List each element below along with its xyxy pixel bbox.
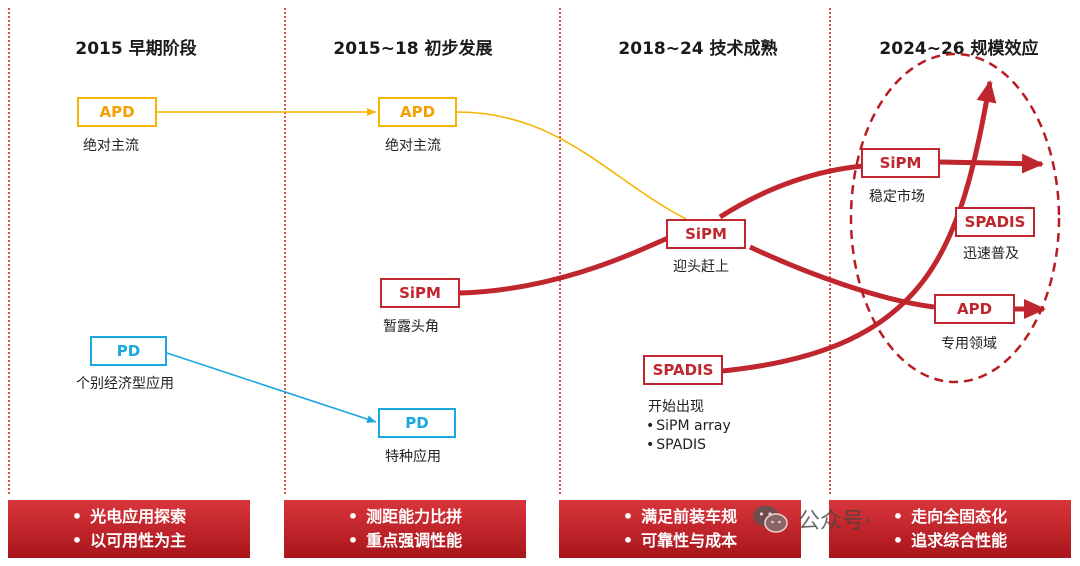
node-spadis-2024: SPADIS bbox=[643, 355, 723, 385]
banner-item: 测距能力比拼 bbox=[348, 505, 462, 529]
banner-item: 可靠性与成本 bbox=[623, 529, 737, 553]
bullet-sipm-array: SiPM array bbox=[646, 417, 730, 436]
watermark-text: 公众号· bbox=[798, 509, 871, 534]
node-apd-2015: APD bbox=[77, 97, 157, 127]
phase-title-2015-18: 2015~18 初步发展 bbox=[333, 39, 493, 59]
wechat-icon bbox=[753, 505, 788, 533]
node-pd-2018: PD bbox=[378, 408, 456, 438]
node-spadis-2026: SPADIS bbox=[955, 207, 1035, 237]
phase-title-2024-26: 2024~26 规模效应 bbox=[879, 39, 1039, 59]
banner-2024-26: 走向全固态化 追求综合性能 bbox=[829, 500, 1071, 558]
caption-spadis-2024: 开始出现 bbox=[648, 399, 704, 415]
pd-flow-line bbox=[166, 352, 377, 423]
caption-pd-2018: 特种应用 bbox=[385, 449, 441, 465]
caption-apd-2015: 绝对主流 bbox=[83, 138, 139, 154]
phase-divider bbox=[284, 8, 286, 494]
node-apd-2018: APD bbox=[378, 97, 457, 127]
phase-title-2015: 2015 早期阶段 bbox=[75, 39, 197, 59]
sipm-to-apd-line bbox=[748, 244, 935, 310]
node-pd-2015: PD bbox=[90, 336, 167, 366]
phase-title-2018-24: 2018~24 技术成熟 bbox=[618, 39, 778, 59]
banner-2018-24: 满足前装车规 可靠性与成本 bbox=[559, 500, 801, 558]
apd-to-sipm-line bbox=[456, 111, 687, 220]
phase-divider bbox=[829, 8, 831, 494]
caption-sipm-2024: 迎头赶上 bbox=[673, 259, 729, 275]
banner-item: 满足前装车规 bbox=[623, 505, 737, 529]
caption-spadis-2026: 迅速普及 bbox=[963, 246, 1019, 262]
banner-item: 走向全固态化 bbox=[893, 505, 1007, 529]
banner-item: 以可用性为主 bbox=[72, 529, 186, 553]
caption-apd-2026: 专用领域 bbox=[941, 336, 997, 352]
scale-effect-ellipse bbox=[849, 52, 1061, 384]
node-sipm-2026: SiPM bbox=[861, 148, 940, 178]
caption-sipm-2026: 稳定市场 bbox=[869, 189, 925, 205]
spadis-bullet-list: SiPM array SPADIS bbox=[646, 417, 731, 455]
bullet-spadis: SPADIS bbox=[646, 436, 731, 455]
sipm-flow-line bbox=[459, 235, 669, 296]
banner-item: 光电应用探索 bbox=[72, 505, 186, 529]
caption-apd-2018: 绝对主流 bbox=[385, 138, 441, 154]
node-apd-2026: APD bbox=[934, 294, 1015, 324]
banner-item: 重点强调性能 bbox=[348, 529, 462, 553]
watermark: 公众号· bbox=[752, 503, 871, 535]
sipm-stable-arrow bbox=[939, 153, 1044, 174]
sipm-to-stable-line bbox=[718, 163, 864, 220]
banner-item: 追求综合性能 bbox=[893, 529, 1007, 553]
phase-divider bbox=[559, 8, 561, 494]
caption-pd-2015: 个别经济型应用 bbox=[76, 376, 174, 392]
phase-divider bbox=[8, 8, 10, 494]
banner-2015-18: 测距能力比拼 重点强调性能 bbox=[284, 500, 526, 558]
spadis-flow-line bbox=[721, 80, 997, 374]
caption-sipm-2018: 暂露头角 bbox=[383, 319, 439, 335]
node-sipm-2018: SiPM bbox=[380, 278, 460, 308]
banner-2015: 光电应用探索 以可用性为主 bbox=[8, 500, 250, 558]
node-sipm-2024: SiPM bbox=[666, 219, 746, 249]
